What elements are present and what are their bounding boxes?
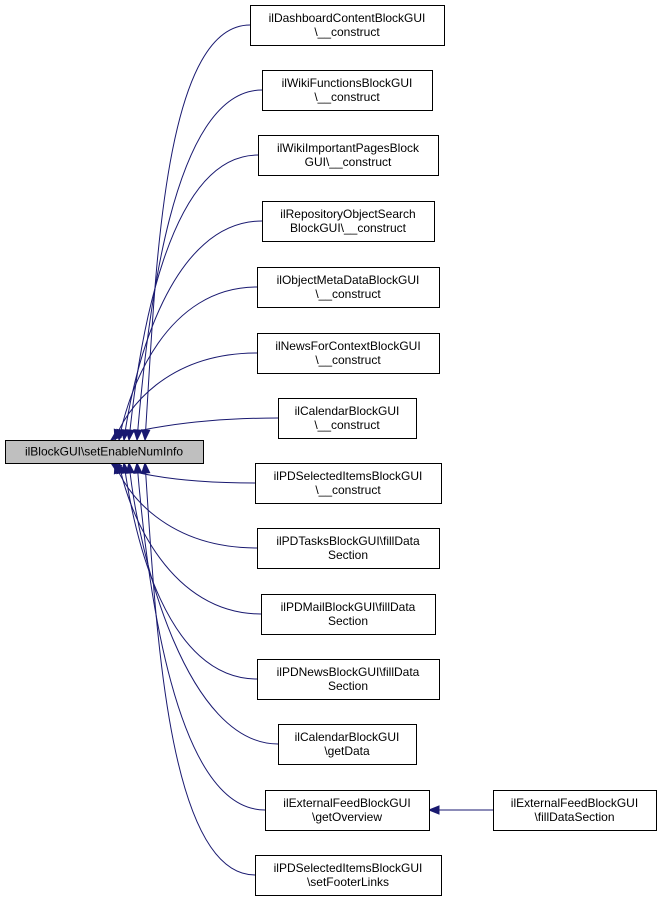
node-label-line: ilCalendarBlockGUI [295, 404, 400, 418]
call-edge [128, 154, 259, 441]
call-edge [128, 462, 279, 745]
node-label-line: \setFooterLinks [307, 875, 389, 889]
node-box [255, 855, 442, 896]
arrowhead [140, 429, 151, 442]
node-label-line: BlockGUI\__construct [290, 221, 407, 235]
caller-node[interactable]: ilPDMailBlockGUI\fillDataSection [261, 594, 436, 635]
node-box [255, 463, 442, 504]
node-label-line: \__construct [314, 418, 380, 432]
caller-node[interactable]: ilCalendarBlockGUI\__construct [278, 398, 417, 439]
node-label-line: ilPDSelectedItemsBlockGUI [274, 861, 423, 875]
node-box [258, 135, 439, 176]
node-label-line: GUI\__construct [305, 155, 392, 169]
edges-layer [109, 24, 493, 876]
caller-node[interactable]: ilExternalFeedBlockGUI\fillDataSection [493, 790, 657, 831]
caller-node[interactable]: ilObjectMetaDataBlockGUI\__construct [257, 267, 440, 308]
call-edge [114, 352, 258, 441]
node-label-line: \__construct [315, 287, 381, 301]
node-label-line: ilExternalFeedBlockGUI [283, 796, 410, 810]
caller-node[interactable]: ilPDTasksBlockGUI\fillDataSection [257, 528, 440, 569]
node-label-line: \fillDataSection [534, 810, 614, 824]
node-label-line: \__construct [314, 25, 380, 39]
call-edge [118, 286, 258, 441]
node-box [257, 267, 440, 308]
call-edge [114, 462, 258, 549]
node-box [493, 790, 657, 831]
node-label-line: ilBlockGUI\setEnableNumInfo [25, 445, 183, 459]
node-box [265, 790, 430, 831]
arrowhead [427, 805, 440, 815]
arrowhead [109, 429, 123, 441]
node-label-line: Section [328, 679, 368, 693]
call-edge [123, 220, 263, 441]
node-label-line: ilExternalFeedBlockGUI [511, 796, 638, 810]
node-box [278, 398, 417, 439]
caller-node[interactable]: ilPDSelectedItemsBlockGUI\__construct [255, 463, 442, 504]
node-label-line: \__construct [315, 353, 381, 367]
arrowhead [133, 461, 143, 474]
node-label-line: ilPDMailBlockGUI\fillData [281, 600, 416, 614]
node-box [257, 333, 440, 374]
caller-node[interactable]: ilExternalFeedBlockGUI\getOverview [265, 790, 430, 831]
caller-node[interactable]: ilRepositoryObjectSearchBlockGUI\__const… [262, 201, 435, 242]
node-label-line: ilCalendarBlockGUI [295, 730, 400, 744]
call-edge [123, 462, 258, 680]
caller-node[interactable]: ilCalendarBlockGUI\getData [278, 724, 417, 765]
root-node[interactable]: ilBlockGUI\setEnableNumInfo [5, 440, 204, 464]
call-edge [144, 24, 251, 441]
arrowhead [133, 429, 143, 442]
node-label-line: \getData [324, 744, 370, 758]
node-label-line: \__construct [314, 90, 380, 104]
node-label-line: Section [328, 614, 368, 628]
node-label-line: ilPDSelectedItemsBlockGUI [274, 469, 423, 483]
node-label-line: \getOverview [312, 810, 382, 824]
node-label-line: ilPDNewsBlockGUI\fillData [277, 665, 420, 679]
node-box [278, 724, 417, 765]
node-box [5, 440, 204, 464]
caller-node[interactable]: ilPDSelectedItemsBlockGUI\setFooterLinks [255, 855, 442, 896]
node-label-line: ilPDTasksBlockGUI\fillData [276, 534, 420, 548]
arrowhead [125, 461, 135, 474]
caller-node[interactable]: ilDashboardContentBlockGUI\__construct [250, 5, 445, 46]
caller-node[interactable]: ilPDNewsBlockGUI\fillDataSection [257, 659, 440, 700]
node-label-line: ilWikiFunctionsBlockGUI [282, 76, 413, 90]
call-edge [136, 89, 263, 441]
node-label-line: ilObjectMetaDataBlockGUI [277, 273, 420, 287]
caller-node[interactable]: ilWikiFunctionsBlockGUI\__construct [262, 70, 433, 111]
node-box [250, 5, 445, 46]
node-label-line: Section [328, 548, 368, 562]
caller-node[interactable]: ilNewsForContextBlockGUI\__construct [257, 333, 440, 374]
nodes-layer: ilBlockGUI\setEnableNumInfo ilDashboardCo… [5, 5, 657, 896]
node-label-line: \__construct [315, 483, 381, 497]
arrowhead [140, 461, 151, 474]
call-edge [118, 462, 262, 615]
call-edge [136, 462, 266, 811]
node-label-line: ilWikiImportantPagesBlock [277, 141, 420, 155]
node-box [261, 594, 436, 635]
call-edge [144, 462, 256, 876]
node-box [257, 528, 440, 569]
node-label-line: ilRepositoryObjectSearch [280, 207, 415, 221]
node-label-line: ilDashboardContentBlockGUI [269, 11, 426, 25]
node-label-line: ilNewsForContextBlockGUI [275, 339, 420, 353]
node-box [262, 70, 433, 111]
node-box [262, 201, 435, 242]
node-box [257, 659, 440, 700]
